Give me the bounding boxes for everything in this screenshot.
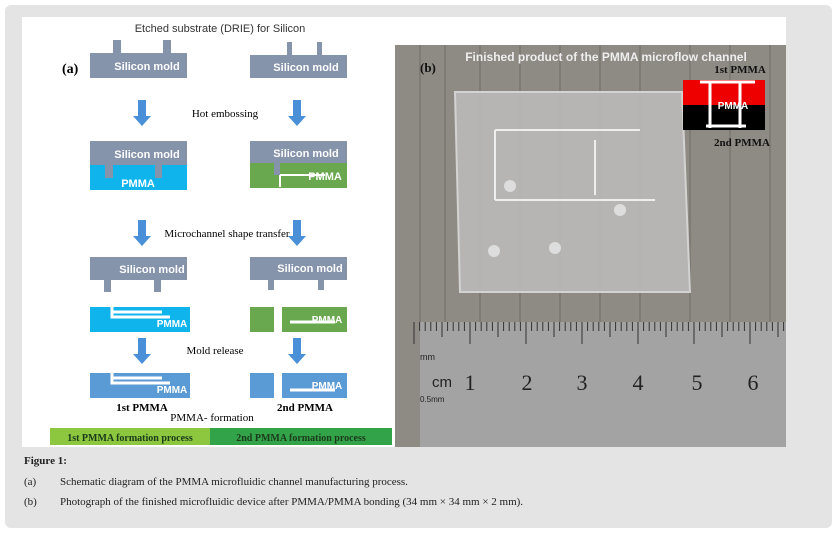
pmma-label: PMMA xyxy=(157,385,188,396)
ruler-small-label: 0.5mm xyxy=(420,395,445,404)
ruler xyxy=(420,322,786,447)
pmma-label: PMMA xyxy=(312,381,343,392)
step-transfer: Microchannel shape transfer xyxy=(164,228,290,240)
mold-label: Silicon mold xyxy=(273,148,338,160)
silicon-mold-6 xyxy=(250,257,347,290)
mold-label: Silicon mold xyxy=(114,61,179,73)
bar-first-label: 1st PMMA formation process xyxy=(67,433,193,444)
pmma-label: PMMA xyxy=(308,171,342,183)
second-pmma-piece xyxy=(282,373,347,398)
panel-b-label: (b) xyxy=(420,60,436,75)
inset-bottom-label: 2nd PMMA xyxy=(714,137,770,149)
silicon-mold-1 xyxy=(90,40,187,78)
pmma-label: PMMA xyxy=(121,178,155,190)
top-title: Etched substrate (DRIE) for Silicon xyxy=(135,23,306,35)
caption-label: (a) xyxy=(24,476,37,488)
second-pmma-label: 2nd PMMA xyxy=(277,402,333,414)
inset-mid-label: PMMA xyxy=(718,101,749,112)
mold-label: Silicon mold xyxy=(119,264,184,276)
bar-second-process xyxy=(210,428,392,445)
ruler-mm-label: mm xyxy=(420,352,435,362)
bar-second-label: 2nd PMMA formation process xyxy=(236,433,366,444)
caption-text: Photograph of the finished microfluidic … xyxy=(60,496,524,508)
pmma-green xyxy=(282,307,347,332)
silicon-mold-4 xyxy=(250,141,347,175)
panel-b-photo: Finished product of the PMMA microflow c… xyxy=(395,45,786,447)
ruler-number: 6 xyxy=(748,370,759,395)
caption-title: Figure 1: xyxy=(24,455,67,467)
silicon-mold-2 xyxy=(250,42,347,78)
caption-item-a: (a) Schematic diagram of the PMMA microfl… xyxy=(24,476,408,488)
mold-label: Silicon mold xyxy=(277,263,342,275)
mold-label: Silicon mold xyxy=(114,149,179,161)
panel-a: Etched substrate (DRIE) for Silicon (a) … xyxy=(50,23,392,445)
ruler-unit: cm xyxy=(432,374,452,391)
caption-item-b: (b) Photograph of the finished microfluid… xyxy=(24,496,523,508)
caption-label: (b) xyxy=(24,496,37,508)
silicon-mold-3 xyxy=(90,141,187,178)
ruler-number: 2 xyxy=(522,370,533,395)
down-arrow-icons xyxy=(133,100,306,364)
ruler-number: 1 xyxy=(465,370,476,395)
panel-a-label: (a) xyxy=(62,62,79,77)
panel-b-title: Finished product of the PMMA microflow c… xyxy=(465,50,747,64)
formation-label: PMMA- formation xyxy=(170,412,254,424)
inset-top-label: 1st PMMA xyxy=(714,64,766,76)
mold-label: Silicon mold xyxy=(273,62,338,74)
pmma-label: PMMA xyxy=(312,315,343,326)
ruler-number: 3 xyxy=(577,370,588,395)
inset-red-layer xyxy=(683,80,765,105)
ruler-number: 5 xyxy=(692,370,703,395)
first-pmma-label: 1st PMMA xyxy=(116,402,168,414)
caption-text: Schematic diagram of the PMMA microfluid… xyxy=(60,476,408,488)
step-release: Mold release xyxy=(186,345,243,357)
pmma-label: PMMA xyxy=(157,319,188,330)
step-hot-embossing: Hot embossing xyxy=(192,108,259,120)
ruler-number: 4 xyxy=(633,370,644,395)
silicon-mold-5 xyxy=(90,257,187,292)
pmma-device xyxy=(453,91,692,293)
bar-first-process xyxy=(50,428,210,445)
